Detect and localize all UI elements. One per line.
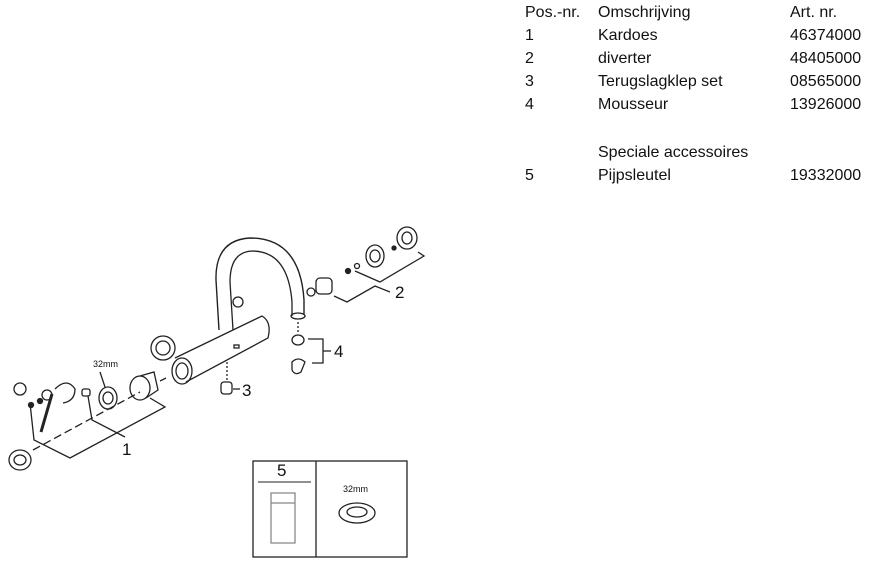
- row-pos: 3: [525, 73, 534, 90]
- header-article: Art. nr.: [790, 4, 838, 21]
- row-article: 48405000: [790, 50, 862, 67]
- cartridge-parts: [8, 371, 167, 471]
- row-pos: 4: [525, 96, 534, 113]
- valve-body: [150, 296, 270, 385]
- header-description: Omschrijving: [598, 4, 691, 21]
- section-title: Speciale accessoires: [598, 144, 749, 161]
- row-description: diverter: [598, 50, 652, 67]
- accessory-size-label: 32mm: [343, 484, 369, 494]
- row-description: Kardoes: [598, 27, 658, 44]
- row-article: 08565000: [790, 73, 862, 90]
- row-article: 13926000: [790, 96, 862, 113]
- callout-4: 4: [334, 342, 344, 361]
- spout: [215, 237, 306, 331]
- accessory-number: 5: [277, 461, 287, 480]
- row-description: Mousseur: [598, 96, 669, 113]
- row-article: 46374000: [790, 27, 862, 44]
- size-label: 32mm: [93, 359, 119, 369]
- row-description: Terugslagklep set: [598, 73, 723, 90]
- header-pos: Pos.-nr.: [525, 4, 581, 21]
- callout-2: 2: [395, 283, 405, 302]
- row-pos: 1: [525, 27, 534, 44]
- aerator: [291, 322, 331, 375]
- row-description: Pijpsleutel: [598, 167, 671, 184]
- row-article: 19332000: [790, 167, 862, 184]
- accessory-box: [252, 460, 408, 558]
- callout-3: 3: [242, 381, 252, 400]
- diverter-parts: [306, 226, 426, 303]
- callout-1: 1: [122, 440, 132, 459]
- row-pos: 2: [525, 50, 534, 67]
- check-valve: [220, 362, 240, 395]
- row-pos: 5: [525, 167, 534, 184]
